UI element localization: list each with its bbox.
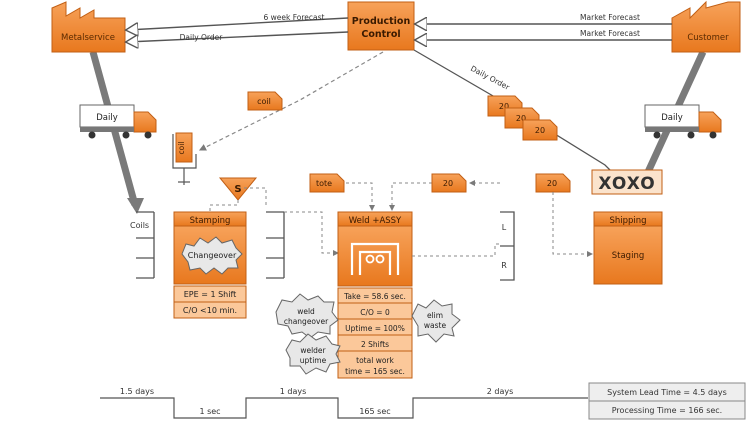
weld-changeover-burst: weld changeover [275,293,339,339]
outbound-truck-label: Daily [661,113,683,123]
weld-data-3: 2 Shifts [361,340,389,349]
customer-name: Customer [687,33,729,43]
timeline: 1.5 days 1 days 2 days 1 sec 165 sec [100,387,588,419]
weld-data-1: C/O = 0 [360,308,390,317]
shipping-process-box[interactable]: Shipping Staging [593,211,663,285]
stamping-data-1: C/O <10 min. [183,306,237,315]
coil-signal-label: coil [257,97,271,106]
processing-time-text: Processing Time = 166 sec. [612,406,722,415]
withdrawal-kanban-3-label: 20 [535,126,545,135]
timeline-process-0: 1 sec [199,407,220,416]
weld-process-box[interactable]: Weld +ASSY [337,211,413,287]
weld-changeover-line1: weld [297,307,315,316]
welder-uptime-burst: welder uptime [285,333,341,375]
inbound-material-arrow [89,51,144,214]
weld-changeover-line2: changeover [284,317,329,326]
load-leveling-box: XOXO [591,169,663,195]
weld-data-2: Uptime = 100% [345,324,405,333]
supplier-name: Metalservice [61,33,115,43]
ship-kanban-label: 20 [547,179,557,188]
daily-order-label: Daily Order [180,33,224,42]
elim-waste-line2: waste [424,321,447,330]
shipping-body: Staging [612,251,644,261]
forecast-label: 6 week Forecast [264,13,325,22]
stamping-data-box: EPE = 1 Shift C/O <10 min. [173,285,247,319]
timeline-wait-2: 2 days [487,387,514,396]
welder-uptime-line1: welder [300,346,326,355]
timeline-wait-1: 1 days [280,387,307,396]
lead-time-summary: System Lead Time = 4.5 days Processing T… [588,382,746,420]
kanban-post-icon: coil [172,132,197,185]
tote-label: tote [316,179,332,188]
supermarket-signal-icon: S [218,177,258,201]
welder-uptime-line2: uptime [300,356,327,365]
lr-right-label: R [501,261,507,270]
coils-supermarket: Coils [130,211,155,279]
tote-kanban[interactable]: tote [309,173,345,193]
elim-waste-burst: elim waste [411,299,461,343]
weld-kanban-label: 20 [443,179,453,188]
coil-post-label: coil [177,142,186,155]
market-forecast-label-2: Market Forecast [580,29,640,38]
inbound-truck-label: Daily [96,113,118,123]
market-forecast-label-1: Market Forecast [580,13,640,22]
customer-factory-icon: Customer [671,0,741,53]
supermarket-s-label: S [234,184,241,195]
lr-left-label: L [502,223,507,232]
daily-order-shipping-label: Daily Order [469,64,512,92]
inbound-truck-icon: Daily [79,104,157,139]
stamping-data-0: EPE = 1 Shift [184,290,237,299]
timeline-process-1: 165 sec [359,407,390,416]
weld-data-0: Take = 58.6 sec. [343,292,406,301]
withdrawal-kanban-1-label: 20 [499,102,509,111]
cell-icon [350,242,400,275]
stamping-changeover-label: Changeover [188,251,237,260]
supplier-factory-icon: Metalservice [51,1,126,53]
production-control-box[interactable]: Production Control [347,1,415,51]
info-flow-market-forecast-1: Market Forecast [416,13,672,24]
info-flow-forecast: 6 week Forecast [127,13,349,30]
coils-label: Coils [130,221,149,230]
stamping-supermarket [266,211,285,279]
outbound-truck-icon: Daily [644,104,722,139]
stamping-changeover-burst: Changeover [181,236,243,275]
lr-supermarket: L R [500,211,515,281]
elim-waste-line1: elim [427,311,443,320]
lead-time-text: System Lead Time = 4.5 days [607,388,727,397]
shipping-title: Shipping [609,216,646,226]
ship-kanban[interactable]: 20 [535,173,571,193]
production-control-line1: Production [352,16,411,27]
weld-data-box: Take = 58.6 sec. C/O = 0 Uptime = 100% 2… [337,287,413,379]
xoxo-label: XOXO [598,174,655,194]
withdrawal-kanban-2-label: 20 [516,114,526,123]
production-control-line2: Control [361,29,400,40]
weld-data-4: total work [356,356,394,365]
timeline-wait-0: 1.5 days [120,387,154,396]
stamping-title: Stamping [190,216,231,226]
info-flow-market-forecast-2: Market Forecast [416,29,672,40]
withdrawal-kanban-3[interactable]: 20 [522,119,558,141]
coil-signal-kanban[interactable]: coil [247,91,283,111]
weld-title: Weld +ASSY [349,216,402,226]
weld-data-5: time = 165 sec. [345,367,405,376]
info-flow-daily-order-supplier: Daily Order [127,31,349,42]
weld-kanban[interactable]: 20 [431,173,467,193]
